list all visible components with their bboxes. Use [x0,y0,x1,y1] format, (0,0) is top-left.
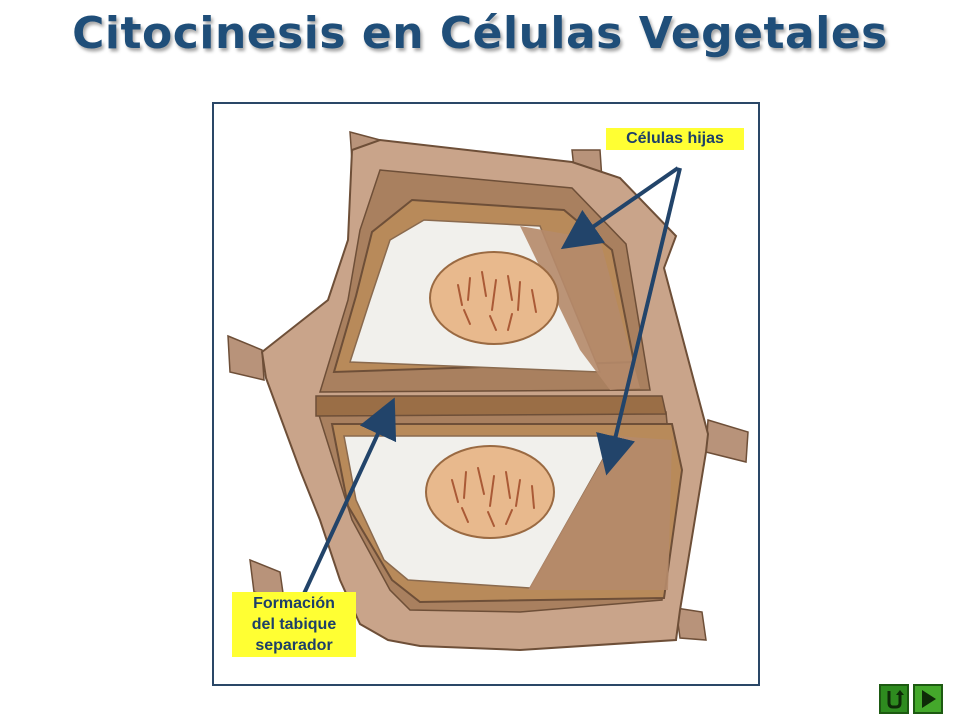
slide-title: Citocinesis en Células Vegetales [72,8,888,59]
next-button[interactable] [913,684,943,714]
label-septum-line3: separador [255,637,333,654]
top-daughter-cell [332,198,640,390]
arrows [300,166,682,599]
play-triangle-icon [922,690,936,708]
arrow-septum [300,397,397,599]
back-button[interactable] [879,684,909,714]
return-icon [887,690,904,709]
cell-plate [315,395,667,417]
label-septum-line2: del tabique [251,616,337,633]
label-septum-line1: Formación [253,595,335,612]
arrow-daughter-bottom [596,167,682,476]
bottom-daughter-cell [330,423,684,604]
label-daughter-cells: Células hijas [606,128,744,150]
label-septum-formation: Formación del tabique separador [232,592,356,657]
bottom-nucleus [425,445,555,539]
arrow-daughter-top [560,166,680,250]
